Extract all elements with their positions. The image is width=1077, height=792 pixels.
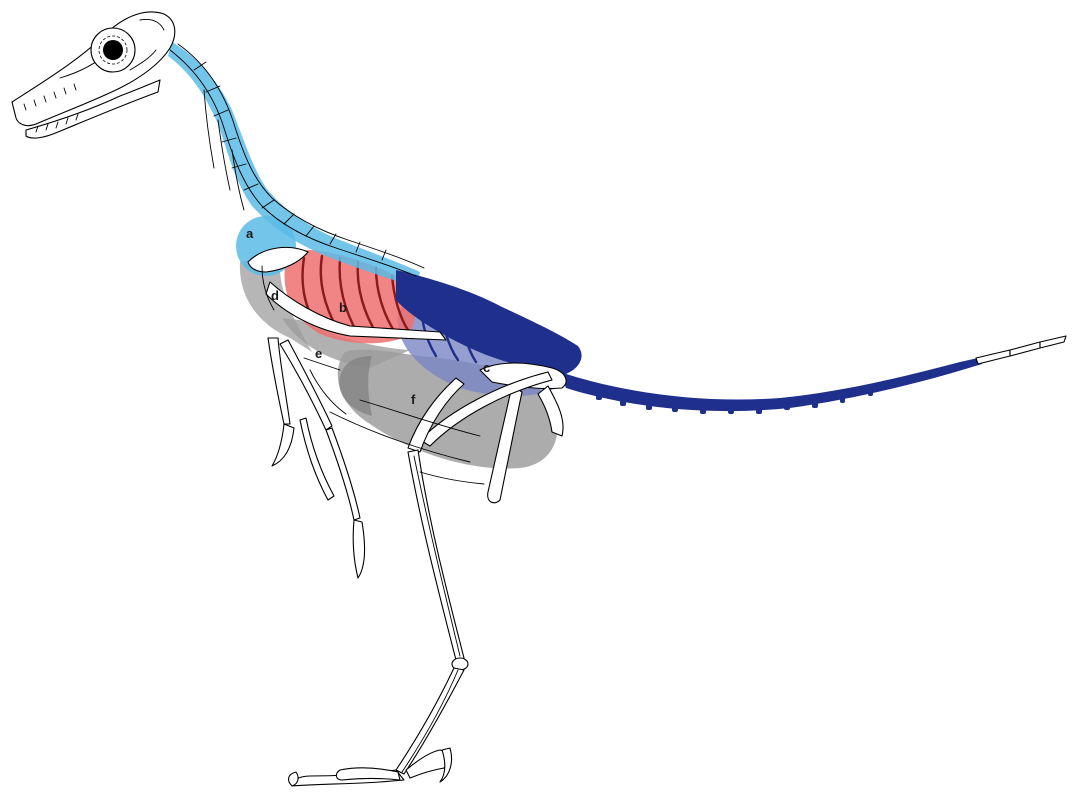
skull-icon bbox=[12, 12, 175, 138]
label-c: c bbox=[483, 360, 490, 375]
label-f: f bbox=[411, 392, 416, 407]
label-e: e bbox=[315, 346, 322, 361]
eye-socket-icon bbox=[91, 28, 135, 72]
label-a: a bbox=[246, 226, 254, 241]
tail-tip-bones bbox=[976, 336, 1066, 364]
label-d: d bbox=[271, 288, 279, 303]
label-b: b bbox=[339, 300, 347, 315]
